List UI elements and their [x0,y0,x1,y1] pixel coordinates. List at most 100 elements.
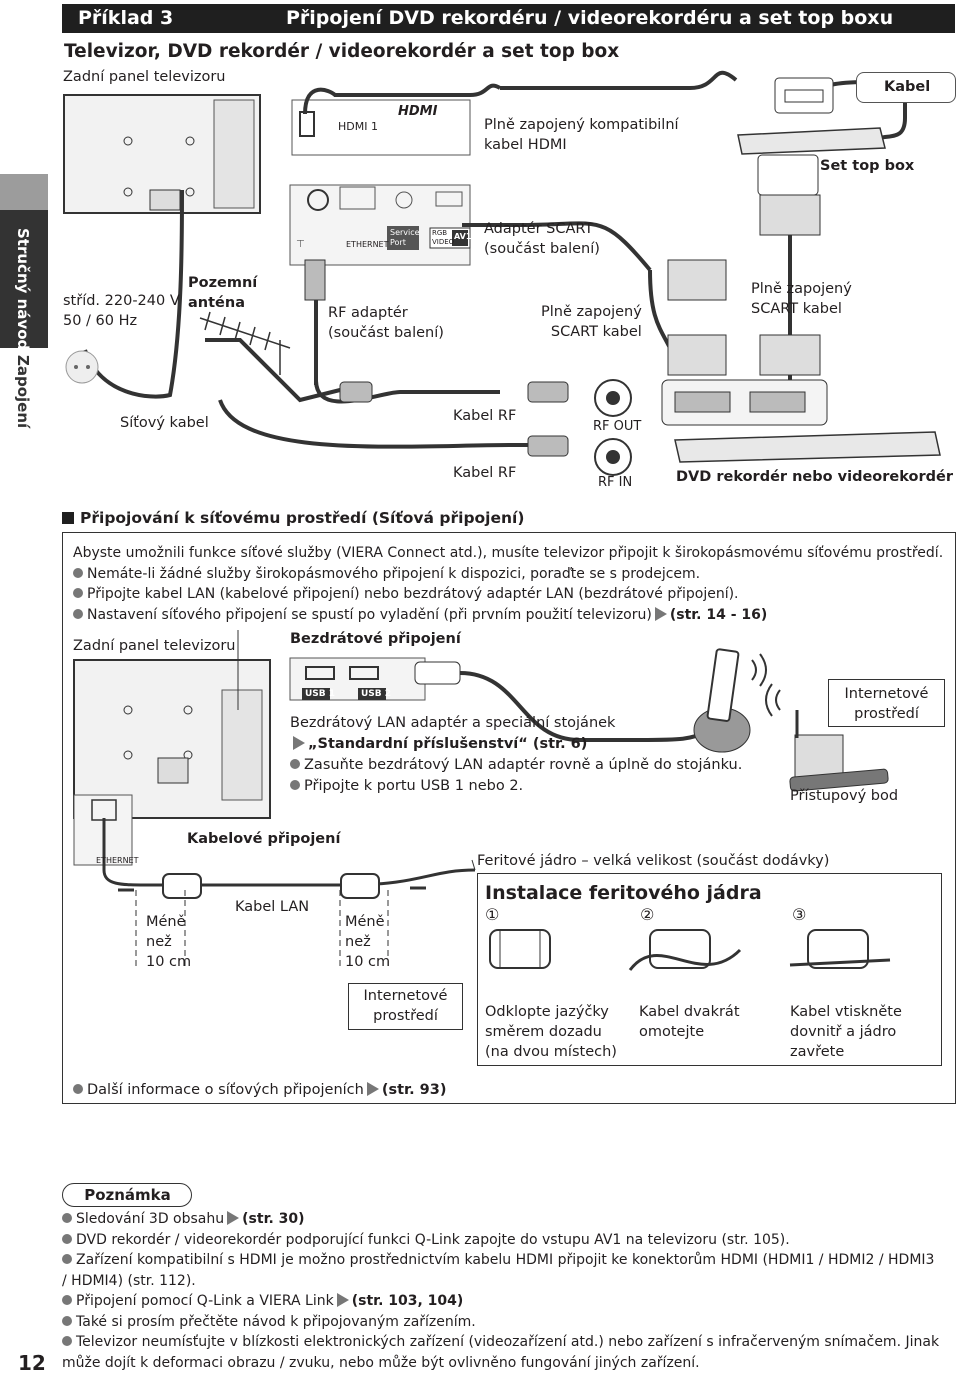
tv-rear-panel [63,94,261,214]
note-item-text: Zařízení kompatibilní s HDMI je možno pr… [76,1252,935,1268]
more-info: Další informace o síťových připojeních(s… [73,1080,446,1100]
note-item-text: Televizor neumísťujte v blízkosti elektr… [76,1334,940,1350]
ferrite-core-step-3 [789,929,891,969]
bullet-icon [62,1336,72,1346]
usb1-label: USB 1 [305,689,336,699]
note-item: Televizor neumísťujte v blízkosti elektr… [62,1332,939,1353]
note-item-ref: (str. 103, 104) [351,1293,464,1309]
header-bar [62,4,955,33]
rf-cable-label-2: Kabel RF [453,465,517,481]
power-cable-label: Síťový kabel [120,415,209,431]
page-title: Připojení DVD rekordéru / videorekordéru… [286,7,894,29]
note-item-text: / HDMI4) (str. 112). [62,1272,196,1289]
ferrite-core-step-1 [489,929,551,969]
cable-tag [856,72,956,103]
step-text: Kabel dvakrát omotejte [639,1004,740,1040]
hdmi-port-label: HDMI 1 [338,120,378,133]
example-label: Příklad 3 [78,7,174,29]
note-item: DVD rekordér / videorekordér podporující… [62,1230,939,1251]
set-top-box [737,77,886,196]
network-intro: Abyste umožnili funkce síťové služby (VI… [73,545,944,561]
note-item-text: může dojít k deformaci obrazu / zvuku, n… [62,1354,700,1371]
note-item: Zařízení kompatibilní s HDMI je možno pr… [62,1250,939,1271]
tv-rear-label-network: Zadní panel televizoru [73,638,236,654]
step-text: Kabel vtiskněte dovnitř a jádro zavřete [790,1004,902,1060]
av1-label: AV1 [454,232,472,241]
step-number: ③ [792,905,807,924]
svg-text:⊤: ⊤ [296,239,305,250]
side-tab-connection: Zapojení [14,355,32,429]
wlan-text: Bezdrátový LAN adaptér a speciální stojá… [290,715,616,731]
bullet-icon [62,1233,72,1244]
page-number: 12 [18,1351,46,1375]
lan-cable-label: Kabel LAN [235,899,310,915]
note-item-text: DVD rekordér / videorekordér podporující… [76,1231,790,1248]
ethernet-label-network: ETHERNET [96,856,139,865]
internet-label-wireless: Internetové prostředí [844,686,929,722]
note-item-text: Připojení pomocí Q-Link a VIERA Link [76,1293,334,1309]
wlan-ref: „Standardní příslušenství“ (str. 6) [290,734,587,754]
rgb-video-label: RGB VIDEO [432,229,455,246]
hdmi-panel [291,99,471,156]
wired-heading: Kabelové připojení [187,831,341,847]
note-item: může dojít k deformaci obrazu / zvuku, n… [62,1353,939,1374]
wlan-bullet: Zasuňte bezdrátový LAN adaptér rovně a ú… [290,755,742,775]
connection-diagram: ⊤ [63,70,941,476]
usb2-label: USB 2 [361,689,392,699]
note-list: Sledování 3D obsahu(str. 30)DVD rekordér… [62,1209,939,1373]
note-pill [62,1183,192,1207]
rf-cable-label-1: Kabel RF [453,408,517,424]
internet-box-wireless [828,679,945,727]
network-bullet: Připojte kabel LAN (kabelové připojení) … [73,584,739,604]
scart-cable-label-1: Plně zapojený SCART kabel [541,304,642,340]
note-title: Poznámka [84,1186,171,1204]
set-top-box-label: Set top box [820,158,915,174]
note-item: / HDMI4) (str. 112). [62,1271,939,1292]
side-tab-active [0,210,48,348]
step-number: ② [640,905,655,924]
wlan-bullet: Připojte k portu USB 1 nebo 2. [290,776,523,796]
service-port-label: Service Port [390,228,420,247]
note-item-ref: (str. 30) [242,1211,305,1227]
scart-adapter-label: Adaptér SCART (součást balení) [484,221,600,257]
cable-tag-label: Kabel [884,79,931,95]
network-diagram [73,630,891,971]
internet-label-wired: Internetové prostředí [363,988,448,1024]
arrow-icon [336,1293,349,1307]
wireless-heading: Bezdrátové připojení [290,631,461,647]
ferrite-label: Feritové jádro – velká velikost (součást… [477,853,830,869]
distance-label-1: Méně než 10 cm [146,914,192,970]
mains-label: stříd. 220-240 V 50 / 60 Hz [63,293,180,329]
ferrite-install-box [477,873,942,1066]
side-tab-marker [0,174,48,210]
note-item: Sledování 3D obsahu(str. 30) [62,1209,939,1230]
tv-rear-panel-network [73,630,271,819]
rf-in-label: RF IN [598,475,633,490]
note-item: Připojení pomocí Q-Link a VIERA Link (str… [62,1291,939,1312]
bullet-icon [62,1315,72,1326]
ethernet-port-label: ETHERNET [346,240,389,249]
dvd-recorder-label: DVD rekordér nebo videorekordér [676,469,953,485]
access-point-label: Přístupový bod [790,788,899,804]
hdmi-cable-label: Plně zapojený kompatibilní kabel HDMI [484,117,679,153]
note-item: Také si prosím přečtěte návod k připojov… [62,1312,939,1333]
tv-rear-label: Zadní panel televizoru [63,69,226,85]
bullet-icon [62,1254,72,1264]
side-tab-quick-guide: Stručný návod [14,228,32,351]
tv-port-panel: ⊤ [289,184,471,266]
step-text: Odklopte jazýčky směrem dozadu (na dvou … [485,1004,617,1060]
network-frame [62,532,956,1104]
hdmi-logo: HDMI [398,104,438,119]
note-item-text: Také si prosím přečtěte návod k připojov… [76,1313,476,1330]
dvd-recorder [661,379,941,463]
rf-adapter-label: RF adaptér (součást balení) [328,305,444,341]
ferrite-box-title: Instalace feritového jádra [485,882,762,904]
step-number: ① [485,905,500,924]
rf-out-label: RF OUT [593,419,642,434]
bullet-icon [62,1213,72,1223]
network-setup-line: Nastavení síťového připojení se spustí p… [73,605,767,625]
internet-box-wired [348,983,463,1030]
arrow-icon [227,1211,240,1225]
antenna-label: Pozemní anténa [188,275,258,311]
scart-cable-label-2: Plně zapojený SCART kabel [751,281,852,317]
